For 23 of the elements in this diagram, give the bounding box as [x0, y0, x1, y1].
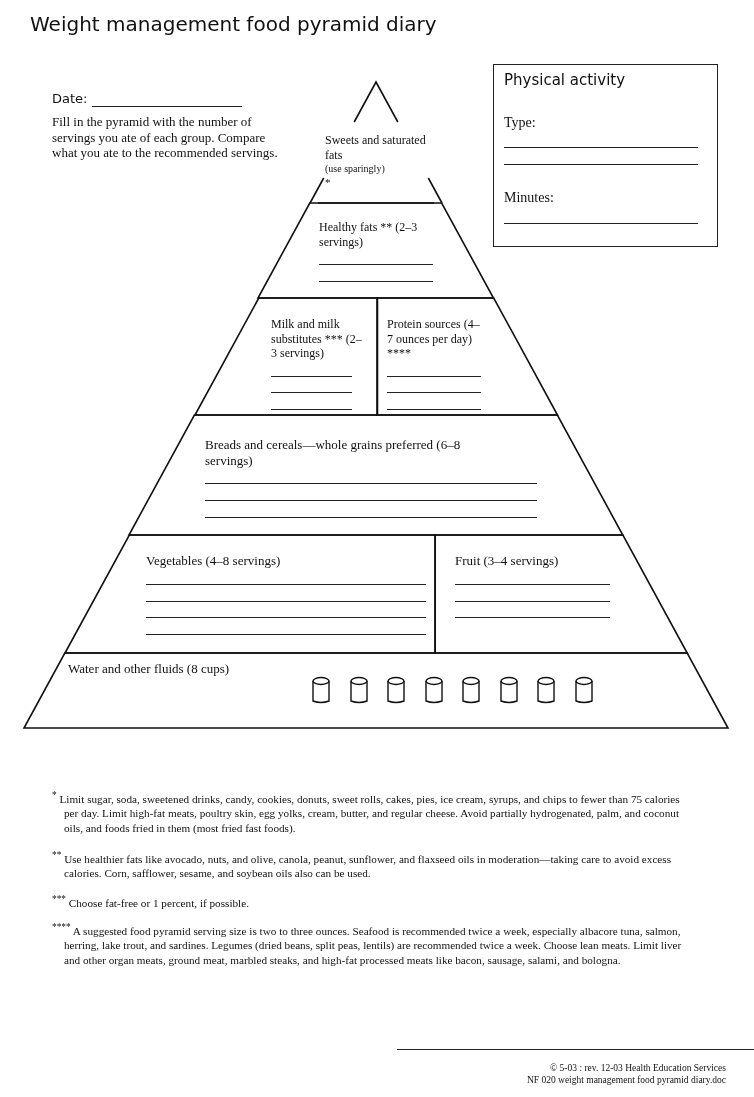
activity-panel	[493, 64, 718, 247]
food-group-label: Breads and cereals—whole grains preferred (6–8 servings)	[205, 437, 462, 469]
field-label: Type:	[504, 114, 536, 132]
food-group-label: Protein sources (4–7 ounces per day) ****	[387, 317, 481, 361]
footnote: $^{**}$ Use healthier fats like avocado, nuts, and olive, canola, peanut, sunflower, and flaxseed oils in moderation—taking care to avoid excess calories. Corn, safflower, sesame, and soybean oils also can be used.	[52, 849, 673, 881]
title: Weight management food pyramid diary	[30, 12, 437, 36]
footnote: $^{****}$ A suggested food pyramid serving size is two to three ounces. Seafood is recommended twice a week, especially albacore tuna, salmon, herring, lake trout, and sardines. Legumes (dried beans, split peas, lentils) are recommended twice a week. Choose lean meats. Limit liver and other organ meats, ground meat, marbled steaks, and high-fat processed meats like bacon, sausage, salami, and bologna.	[52, 921, 683, 968]
food-group-label: Milk and milk substitutes *** (2–3 servings)	[271, 317, 363, 361]
footnote: $^{***}$ Choose fat-free or 1 percent, if possible.	[52, 893, 250, 911]
food-group-label: Sweets and saturated fats	[325, 133, 427, 163]
serving-note: (use sparingly)	[325, 163, 385, 176]
food-group-label: Healthy fats ** (2–3 servings)	[319, 220, 419, 250]
instructions: Fill in the pyramid with the number of servings you ate of each group. Compare what you ate to the recommended servings.	[52, 114, 279, 161]
food-group-label: Fruit (3–4 servings)	[455, 553, 559, 569]
footnote-mark: *	[325, 176, 331, 190]
field-label: Date:	[52, 91, 88, 107]
panel-heading: Physical activity	[504, 71, 626, 90]
footer-note: © 5-03 : rev. 12-03 Health Education Services	[549, 1063, 726, 1075]
food-group-label: Vegetables (4–8 servings)	[146, 553, 281, 569]
field-label: Minutes:	[504, 189, 554, 207]
footnote: $^{*}$ Limit sugar, soda, sweetened drinks, candy, cookies, donuts, sweet rolls, cakes, pies, ice cream, syrups, and chips to fewer than 75 calories per day. Limit high-fat meats, poultry skin, egg yolks, cream, butter, and regular cheese. Avoid partially hydrogenated, palm, and coconut oils, and foods fried in them (most fried fast foods).	[52, 789, 681, 836]
footer-note: NF 020 weight management food pyramid diary.doc	[525, 1075, 726, 1087]
food-group-label: Water and other fluids (8 cups)	[68, 661, 230, 677]
